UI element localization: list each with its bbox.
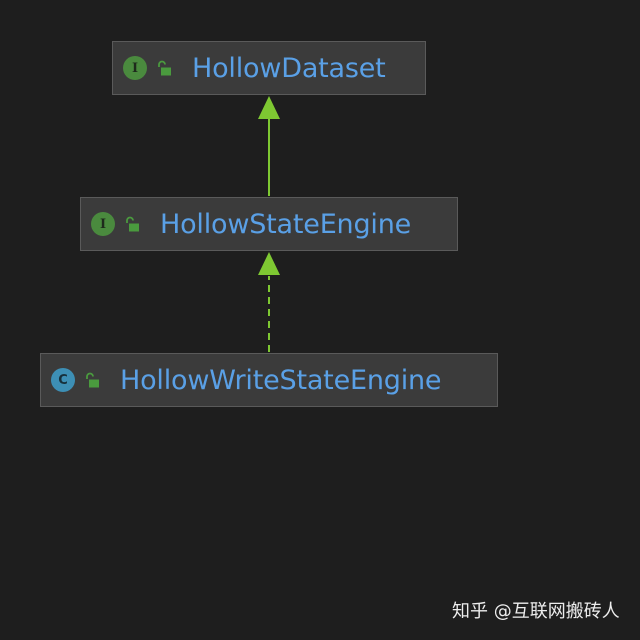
node-label: HollowDataset [192, 52, 386, 84]
interface-icon: I [91, 212, 115, 236]
node-hollow-dataset[interactable]: I HollowDataset [112, 41, 426, 95]
implements-arrowhead [258, 252, 280, 275]
watermark: 知乎 @互联网搬砖人 [452, 601, 620, 622]
node-label: HollowWriteStateEngine [120, 364, 442, 396]
extends-arrowhead [258, 96, 280, 119]
node-label: HollowStateEngine [160, 208, 412, 240]
unlocked-icon [158, 60, 171, 76]
interface-icon: I [123, 56, 147, 80]
class-icon: C [51, 368, 75, 392]
node-hollow-write-state-engine[interactable]: C HollowWriteStateEngine [40, 353, 498, 407]
node-hollow-state-engine[interactable]: I HollowStateEngine [80, 197, 458, 251]
unlocked-icon [86, 372, 99, 388]
unlocked-icon [126, 216, 139, 232]
